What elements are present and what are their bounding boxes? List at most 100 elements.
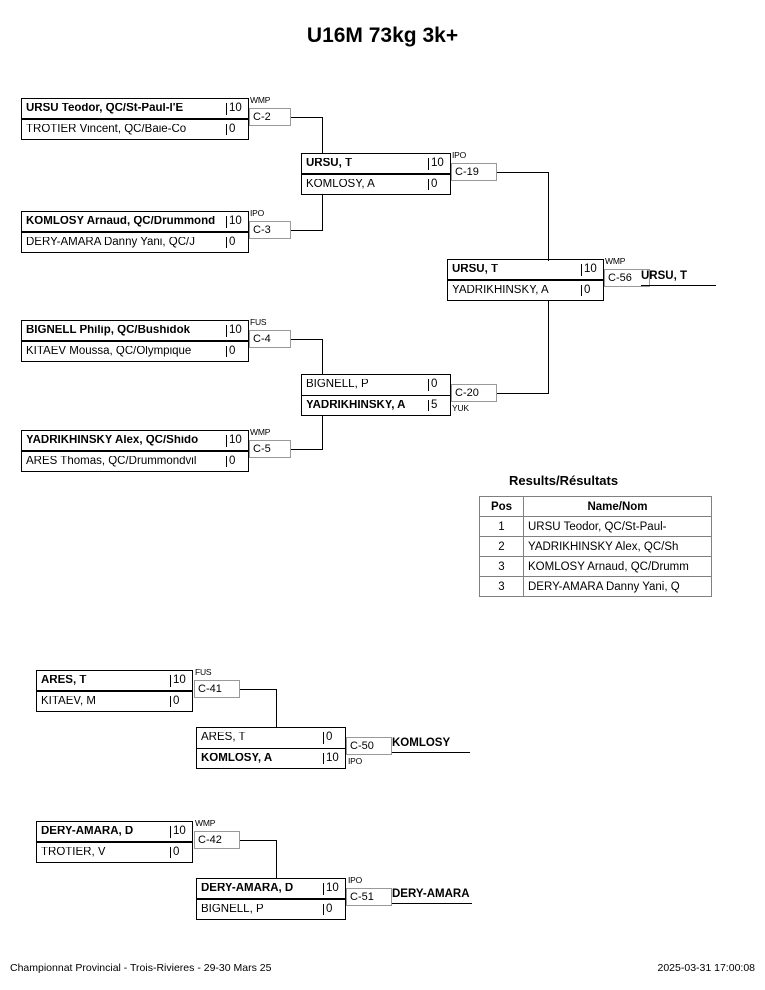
match-code-c-5[interactable]: C-5	[249, 440, 291, 458]
competitor-name: URSU Teodor, QC/St-Paul-l'E	[26, 103, 184, 115]
match-tag-c-42: WMP	[195, 818, 216, 828]
competitor-score: 5	[428, 399, 450, 412]
match-code-c-3[interactable]: C-3	[249, 221, 291, 239]
competitor-name: BIGNELL Philip, QC/Bushidok	[26, 325, 190, 337]
competitor-name: DERY-AMARA, D	[201, 883, 294, 895]
match-code-c-19[interactable]: C-19	[451, 163, 497, 181]
repechage-b-winner-label: DERY-AMARA	[392, 888, 470, 900]
match-row-loser[interactable]: ARES Thomas, QC/Drummondvil 0	[21, 451, 249, 472]
match-c-4[interactable]: BIGNELL Philip, QC/Bushidok 10 KITAEV Mo…	[21, 320, 249, 362]
match-row-loser[interactable]: TROTIER, V 0	[36, 842, 193, 863]
competitor-score: 0	[170, 846, 192, 859]
result-pos: 1	[479, 516, 524, 537]
connector-c19-v	[548, 172, 549, 261]
competitor-score: 10	[323, 752, 345, 765]
match-tag-c-5: WMP	[250, 427, 271, 437]
match-row-winner[interactable]: BIGNELL Philip, QC/Bushidok 10	[21, 320, 249, 342]
match-tag-c-50: IPO	[348, 756, 363, 766]
match-row-winner[interactable]: YADRIKHINSKY, A 5	[301, 395, 451, 416]
match-c-41[interactable]: ARES, T 10 KITAEV, M 0	[36, 670, 193, 712]
match-row-loser[interactable]: BIGNELL, P 0	[301, 374, 451, 396]
competitor-score: 10	[581, 264, 603, 276]
competitor-score: 10	[226, 435, 248, 447]
competitor-score: 0	[323, 732, 345, 744]
match-code-c-42[interactable]: C-42	[194, 831, 240, 849]
match-c-3[interactable]: KOMLOSY Arnaud, QC/Drummond 10 DERY-AMAR…	[21, 211, 249, 253]
competitor-score: 0	[428, 178, 450, 191]
match-row-winner[interactable]: YADRIKHINSKY Alex, QC/Shido 10	[21, 430, 249, 452]
competitor-score: 0	[323, 903, 345, 916]
match-row-loser[interactable]: ARES, T 0	[196, 727, 346, 749]
match-code-c-4[interactable]: C-4	[249, 330, 291, 348]
results-header-row: Pos Name/Nom	[479, 496, 712, 517]
match-code-c-56[interactable]: C-56	[604, 269, 650, 287]
match-row-winner[interactable]: URSU Teodor, QC/St-Paul-l'E 10	[21, 98, 249, 120]
competitor-score: 10	[323, 883, 345, 895]
match-row-winner[interactable]: KOMLOSY, A 10	[196, 748, 346, 769]
match-tag-c-2: WMP	[250, 95, 271, 105]
match-row-loser[interactable]: BIGNELL, P 0	[196, 899, 346, 920]
table-row: 1 URSU Teodor, QC/St-Paul-	[479, 516, 712, 537]
result-name: URSU Teodor, QC/St-Paul-	[523, 516, 712, 537]
table-row: 3 KOMLOSY Arnaud, QC/Drumm	[479, 556, 712, 577]
match-row-winner[interactable]: DERY-AMARA, D 10	[196, 878, 346, 900]
connector-c3-h	[291, 230, 323, 231]
match-c-51[interactable]: DERY-AMARA, D 10 BIGNELL, P 0	[196, 878, 346, 920]
result-pos: 3	[479, 576, 524, 597]
winner-underline	[641, 285, 716, 286]
match-tag-c-56: WMP	[605, 256, 626, 266]
competitor-score: 10	[428, 158, 450, 170]
match-row-winner[interactable]: KOMLOSY Arnaud, QC/Drummond 10	[21, 211, 249, 233]
match-tag-c-20: YUK	[452, 403, 469, 413]
match-code-c-50[interactable]: C-50	[346, 737, 392, 755]
footer-event: Championnat Provincial - Trois-Rivieres …	[10, 962, 272, 974]
competitor-name: KOMLOSY, A	[306, 178, 375, 190]
results-header-name: Name/Nom	[523, 496, 712, 517]
match-row-loser[interactable]: TROTIER Vincent, QC/Baie-Co 0	[21, 119, 249, 140]
match-c-5[interactable]: YADRIKHINSKY Alex, QC/Shido 10 ARES Thom…	[21, 430, 249, 472]
competitor-score: 0	[226, 345, 248, 358]
result-pos: 2	[479, 536, 524, 557]
match-row-loser[interactable]: KOMLOSY, A 0	[301, 174, 451, 195]
match-row-winner[interactable]: URSU, T 10	[301, 153, 451, 175]
match-c-42[interactable]: DERY-AMARA, D 10 TROTIER, V 0	[36, 821, 193, 863]
competitor-name: BIGNELL, P	[306, 379, 369, 391]
match-row-loser[interactable]: DERY-AMARA Danny Yani, QC/J 0	[21, 232, 249, 253]
footer-timestamp: 2025-03-31 17:00:08	[657, 962, 756, 974]
match-c-2[interactable]: URSU Teodor, QC/St-Paul-l'E 10 TROTIER V…	[21, 98, 249, 140]
page-title: U16M 73kg 3k+	[306, 24, 459, 47]
connector-c2-h	[291, 117, 323, 118]
match-row-loser[interactable]: KITAEV, M 0	[36, 691, 193, 712]
match-code-c-41[interactable]: C-41	[194, 680, 240, 698]
connector-c4-v	[322, 339, 323, 375]
match-code-c-20[interactable]: C-20	[451, 384, 497, 402]
connector-c41-v	[276, 689, 277, 728]
match-c-19[interactable]: URSU, T 10 KOMLOSY, A 0	[301, 153, 451, 195]
match-tag-c-3: IPO	[250, 208, 265, 218]
match-row-winner[interactable]: DERY-AMARA, D 10	[36, 821, 193, 843]
connector-c19-h	[497, 172, 549, 173]
competitor-name: KOMLOSY Arnaud, QC/Drummond	[26, 216, 216, 228]
match-row-winner[interactable]: URSU, T 10	[447, 259, 604, 281]
connector-c42-h	[240, 840, 277, 841]
match-code-c-2[interactable]: C-2	[249, 108, 291, 126]
match-c-50[interactable]: ARES, T 0 KOMLOSY, A 10	[196, 727, 346, 769]
results-header-pos: Pos	[479, 496, 524, 517]
connector-c41-h	[240, 689, 277, 690]
match-code-c-51[interactable]: C-51	[346, 888, 392, 906]
competitor-name: ARES Thomas, QC/Drummondvil	[26, 455, 197, 467]
competitor-score: 0	[226, 455, 248, 468]
match-row-loser[interactable]: KITAEV Moussa, QC/Olympique 0	[21, 341, 249, 362]
match-row-loser[interactable]: YADRIKHINSKY, A 0	[447, 280, 604, 301]
match-c-56[interactable]: URSU, T 10 YADRIKHINSKY, A 0	[447, 259, 604, 301]
competitor-score: 0	[226, 123, 248, 136]
connector-c20-h	[497, 393, 549, 394]
competitor-score: 0	[170, 695, 192, 708]
match-c-20[interactable]: BIGNELL, P 0 YADRIKHINSKY, A 5	[301, 374, 451, 416]
connector-c5-h	[291, 449, 323, 450]
match-tag-c-4: FUS	[250, 317, 267, 327]
competitor-name: YADRIKHINSKY, A	[452, 284, 549, 296]
competitor-name: URSU, T	[306, 158, 352, 170]
match-row-winner[interactable]: ARES, T 10	[36, 670, 193, 692]
